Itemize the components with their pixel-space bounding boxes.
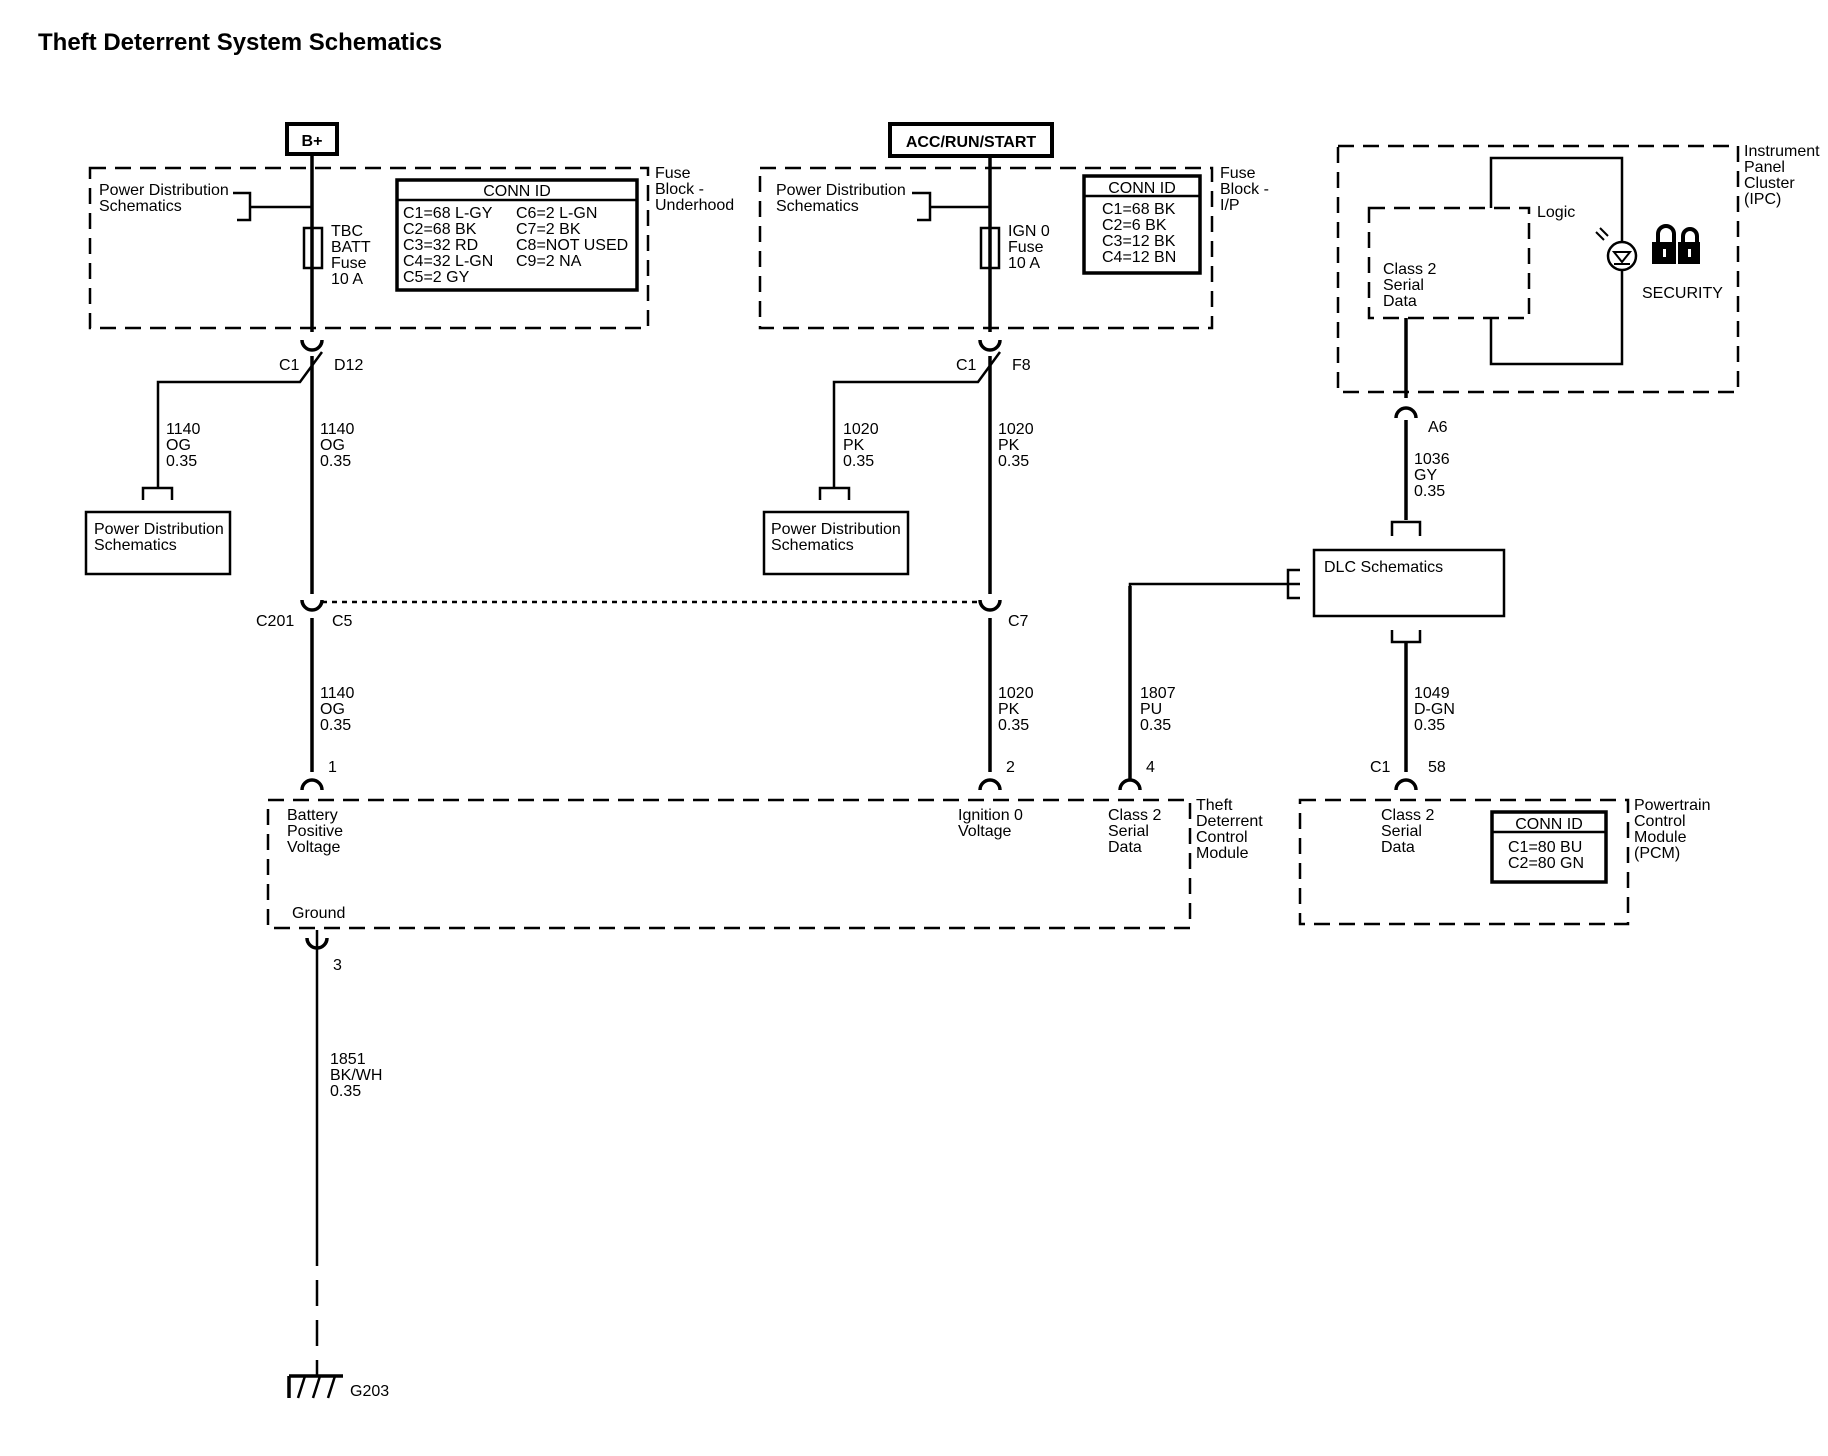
conn-c201: C201 — [256, 613, 294, 630]
conn-pin1: 1 — [328, 759, 337, 776]
ground-g203-label: G203 — [350, 1383, 389, 1400]
ground-symbol-icon — [287, 1374, 343, 1399]
ip-conn-id-title: CONN ID — [1108, 180, 1176, 197]
page-title: Theft Deterrent System Schematics — [38, 29, 442, 56]
conn-pcm-58: 58 — [1428, 759, 1446, 776]
acc-run-start-label: ACC/RUN/START — [906, 134, 1037, 151]
conn-c5: C5 — [332, 613, 353, 630]
bplus-label: B+ — [302, 133, 323, 150]
bplus-source: B+ — [285, 122, 339, 156]
conn-pin4: 4 — [1146, 759, 1155, 776]
conn-pin2: 2 — [1006, 759, 1015, 776]
security-label: SECURITY — [1642, 285, 1723, 302]
wiring — [141, 154, 1422, 1399]
conn-c7: C7 — [1008, 613, 1029, 630]
conn-pcm-c1: C1 — [1370, 759, 1391, 776]
conn-c1-mid: C1 — [956, 357, 977, 374]
conn-c1-left: C1 — [279, 357, 300, 374]
conn-f8: F8 — [1012, 357, 1031, 374]
conn-pin3: 3 — [333, 957, 342, 974]
underhood-conn-id-title: CONN ID — [483, 183, 551, 200]
security-indicator-icon — [1606, 240, 1638, 272]
light-emission-icon — [1595, 227, 1609, 241]
conn-a6: A6 — [1428, 419, 1448, 436]
pcm-conn-id-title: CONN ID — [1515, 816, 1583, 833]
dlc-label: DLC Schematics — [1324, 559, 1443, 576]
ipc-logic-label: Logic — [1537, 204, 1575, 221]
acc-run-start-source: ACC/RUN/START — [888, 122, 1054, 158]
lock-icon — [1652, 224, 1700, 264]
dlc-schematics-box: DLC Schematics — [1312, 548, 1506, 618]
tdcm-ground-label: Ground — [292, 905, 345, 922]
conn-d12: D12 — [334, 357, 363, 374]
